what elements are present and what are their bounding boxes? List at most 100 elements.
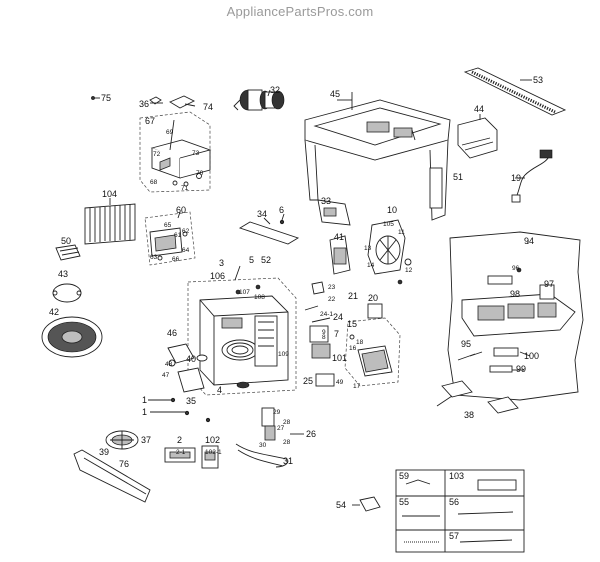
- part-45-top-frame[interactable]: [304, 92, 451, 221]
- part-35-board[interactable]: [177, 367, 205, 393]
- part-26-wire-harness[interactable]: [235, 407, 289, 468]
- part-15-base-assembly[interactable]: [344, 303, 401, 387]
- label-98: 98: [510, 289, 520, 299]
- label-7: 7: [334, 329, 339, 339]
- part-33-switch-bracket[interactable]: [317, 199, 351, 226]
- label-96: 96: [512, 265, 520, 272]
- label-36: 36: [139, 99, 149, 109]
- label-24: 24: [333, 312, 343, 322]
- part-23-24-sensors[interactable]: [304, 281, 331, 323]
- label-11: 11: [398, 229, 405, 236]
- label-2: 2: [177, 435, 182, 445]
- label-66: 66: [172, 256, 180, 263]
- part-10-fan-assembly[interactable]: [367, 219, 412, 285]
- label-17: 17: [353, 383, 361, 390]
- label-16: 16: [349, 345, 357, 352]
- label-28: 28: [283, 419, 291, 426]
- label-53: 53: [533, 75, 543, 85]
- leader-lines: [94, 79, 532, 506]
- part-36-74-clips[interactable]: [149, 95, 196, 109]
- part-43-roller-ring[interactable]: [52, 283, 82, 303]
- part-42-turntable-tray[interactable]: [41, 316, 103, 358]
- part-106-cavity[interactable]: [187, 277, 297, 396]
- label-99: 99: [516, 364, 526, 374]
- label-62: 62: [182, 228, 190, 235]
- label-31: 31: [283, 456, 293, 466]
- label-52: 52: [261, 255, 271, 265]
- label-10: 10: [387, 205, 397, 215]
- label-70: 70: [196, 170, 204, 177]
- part-104-grille[interactable]: [84, 203, 136, 245]
- label-28b: 28: [283, 439, 291, 446]
- label-67: 67: [145, 116, 155, 126]
- label-4: 4: [217, 385, 222, 395]
- part-44-bracket[interactable]: [457, 117, 498, 159]
- label-104: 104: [102, 189, 117, 199]
- label-49: 49: [336, 379, 344, 386]
- label-1: 1: [142, 395, 147, 405]
- label-46: 46: [167, 328, 177, 338]
- part-60-hood-box[interactable]: [144, 211, 196, 266]
- label-42: 42: [49, 307, 59, 317]
- label-100: 100: [524, 351, 539, 361]
- part-2-control-panel[interactable]: [164, 447, 196, 463]
- watermark: AppliancePartsPros.com: [226, 4, 374, 19]
- part-34-rail-guide[interactable]: [238, 219, 300, 245]
- label-3: 3: [219, 258, 224, 268]
- part-46-48-switch-assembly[interactable]: [167, 343, 195, 367]
- label-95: 95: [461, 339, 471, 349]
- part-94-vent-panel-group[interactable]: [447, 231, 584, 401]
- part-53-rail[interactable]: [463, 67, 567, 116]
- label-6: 6: [279, 205, 284, 215]
- part-38-filter-panels[interactable]: [441, 380, 519, 414]
- label-50: 50: [61, 236, 71, 246]
- label-34: 34: [257, 209, 267, 219]
- label-45: 45: [330, 89, 340, 99]
- label-5: 5: [249, 255, 254, 265]
- label-59: 59: [399, 471, 409, 481]
- label-48: 48: [165, 361, 173, 368]
- label-25: 25: [303, 376, 313, 386]
- label-23: 23: [328, 284, 336, 291]
- label-54: 54: [336, 500, 346, 510]
- part-76-door-trim[interactable]: [73, 449, 151, 503]
- label-65: 65: [164, 222, 172, 229]
- label-61: 61: [174, 232, 182, 239]
- label-15: 15: [347, 319, 357, 329]
- label-108: 108: [254, 294, 265, 301]
- label-41: 41: [334, 232, 344, 242]
- label-94: 94: [524, 236, 534, 246]
- part-40-fuse[interactable]: [196, 354, 208, 362]
- label-30: 30: [259, 442, 267, 449]
- label-37: 37: [141, 435, 151, 445]
- label-73: 73: [192, 150, 200, 157]
- label-1b: 1: [142, 407, 147, 417]
- label-43: 43: [58, 269, 68, 279]
- part-41-lamp-holder[interactable]: [329, 235, 351, 275]
- label-102: 102: [205, 435, 220, 445]
- label-51: 51: [453, 172, 463, 182]
- part-54-hardware-bag[interactable]: [359, 496, 381, 512]
- part-19-power-cord[interactable]: [511, 149, 553, 203]
- part-102-board[interactable]: [201, 445, 219, 469]
- label-106: 106: [210, 271, 225, 281]
- part-101-transformer[interactable]: [309, 325, 335, 387]
- label-19: 19: [511, 173, 521, 183]
- part-67-latch-bracket[interactable]: [139, 111, 212, 193]
- label-20: 20: [368, 293, 378, 303]
- part-50-filter[interactable]: [55, 244, 81, 261]
- label-102-1: 102-1: [205, 449, 222, 456]
- label-29: 29: [273, 409, 281, 416]
- label-107: 107: [239, 289, 250, 296]
- part-37-coupler[interactable]: [105, 430, 139, 450]
- label-76: 76: [119, 459, 129, 469]
- part-4-stirrer[interactable]: [236, 381, 250, 389]
- label-33: 33: [321, 196, 331, 206]
- part-1-screws[interactable]: [170, 397, 211, 423]
- label-27: 27: [277, 425, 285, 432]
- part-32-fan-motor[interactable]: [233, 89, 285, 111]
- label-35: 35: [186, 396, 196, 406]
- label-38: 38: [464, 410, 474, 420]
